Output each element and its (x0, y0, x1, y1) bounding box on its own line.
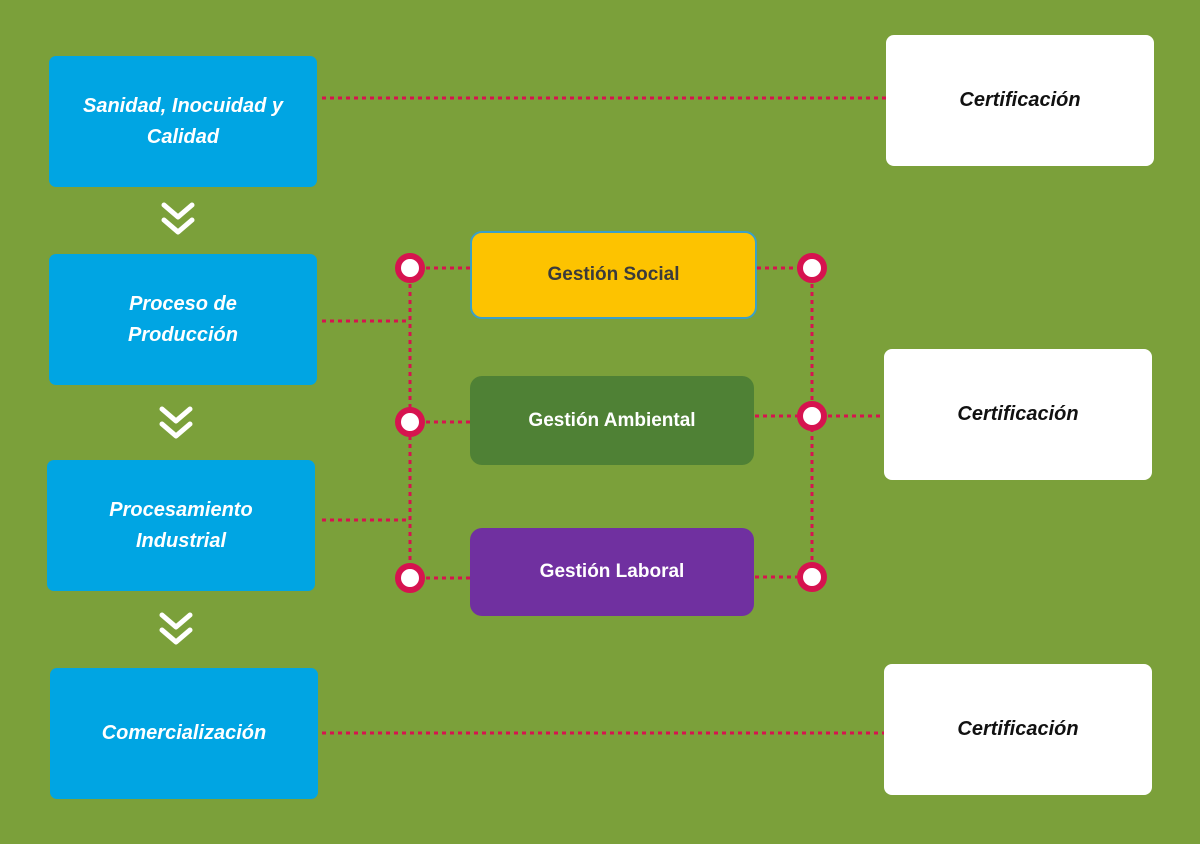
stage-label: Comercialización (101, 722, 267, 744)
certification-box-top: Certificación (886, 35, 1154, 166)
connector-node (797, 562, 827, 592)
chevron-down-icon (159, 612, 193, 645)
gestion-ambiental-box: Gestión Ambiental (470, 376, 754, 465)
certification-box-middle: Certificación (884, 349, 1152, 480)
certification-label: Certificación (959, 89, 1081, 111)
stage-comercializacion: Comercialización (50, 668, 318, 799)
stage-procesamiento-industrial: Procesamiento Industrial (47, 460, 315, 591)
connector-node (797, 253, 827, 283)
stage-sanidad: Sanidad, Inocuidad y Calidad (49, 56, 317, 187)
certification-label: Certificación (957, 718, 1079, 740)
stage-proceso-produccion: Proceso de Producción (49, 254, 317, 385)
stage-label: Procesamiento Industrial (109, 498, 253, 552)
connector-node (395, 253, 425, 283)
stage-label: Sanidad, Inocuidad y Calidad (82, 94, 284, 148)
certification-label: Certificación (957, 403, 1079, 425)
connector-node (395, 563, 425, 593)
gestion-laboral-box: Gestión Laboral (470, 528, 754, 616)
gestion-label: Gestión Social (547, 264, 680, 285)
connector-node (797, 401, 827, 431)
chevron-down-icon (159, 406, 193, 439)
stage-label: Proceso de Producción (127, 292, 238, 346)
chevron-down-icon (161, 202, 195, 235)
gestion-label: Gestión Laboral (539, 561, 685, 582)
gestion-label: Gestión Ambiental (528, 409, 696, 431)
gestion-social-box: Gestión Social (470, 231, 757, 319)
certification-box-bottom: Certificación (884, 664, 1152, 795)
connector-node (395, 407, 425, 437)
